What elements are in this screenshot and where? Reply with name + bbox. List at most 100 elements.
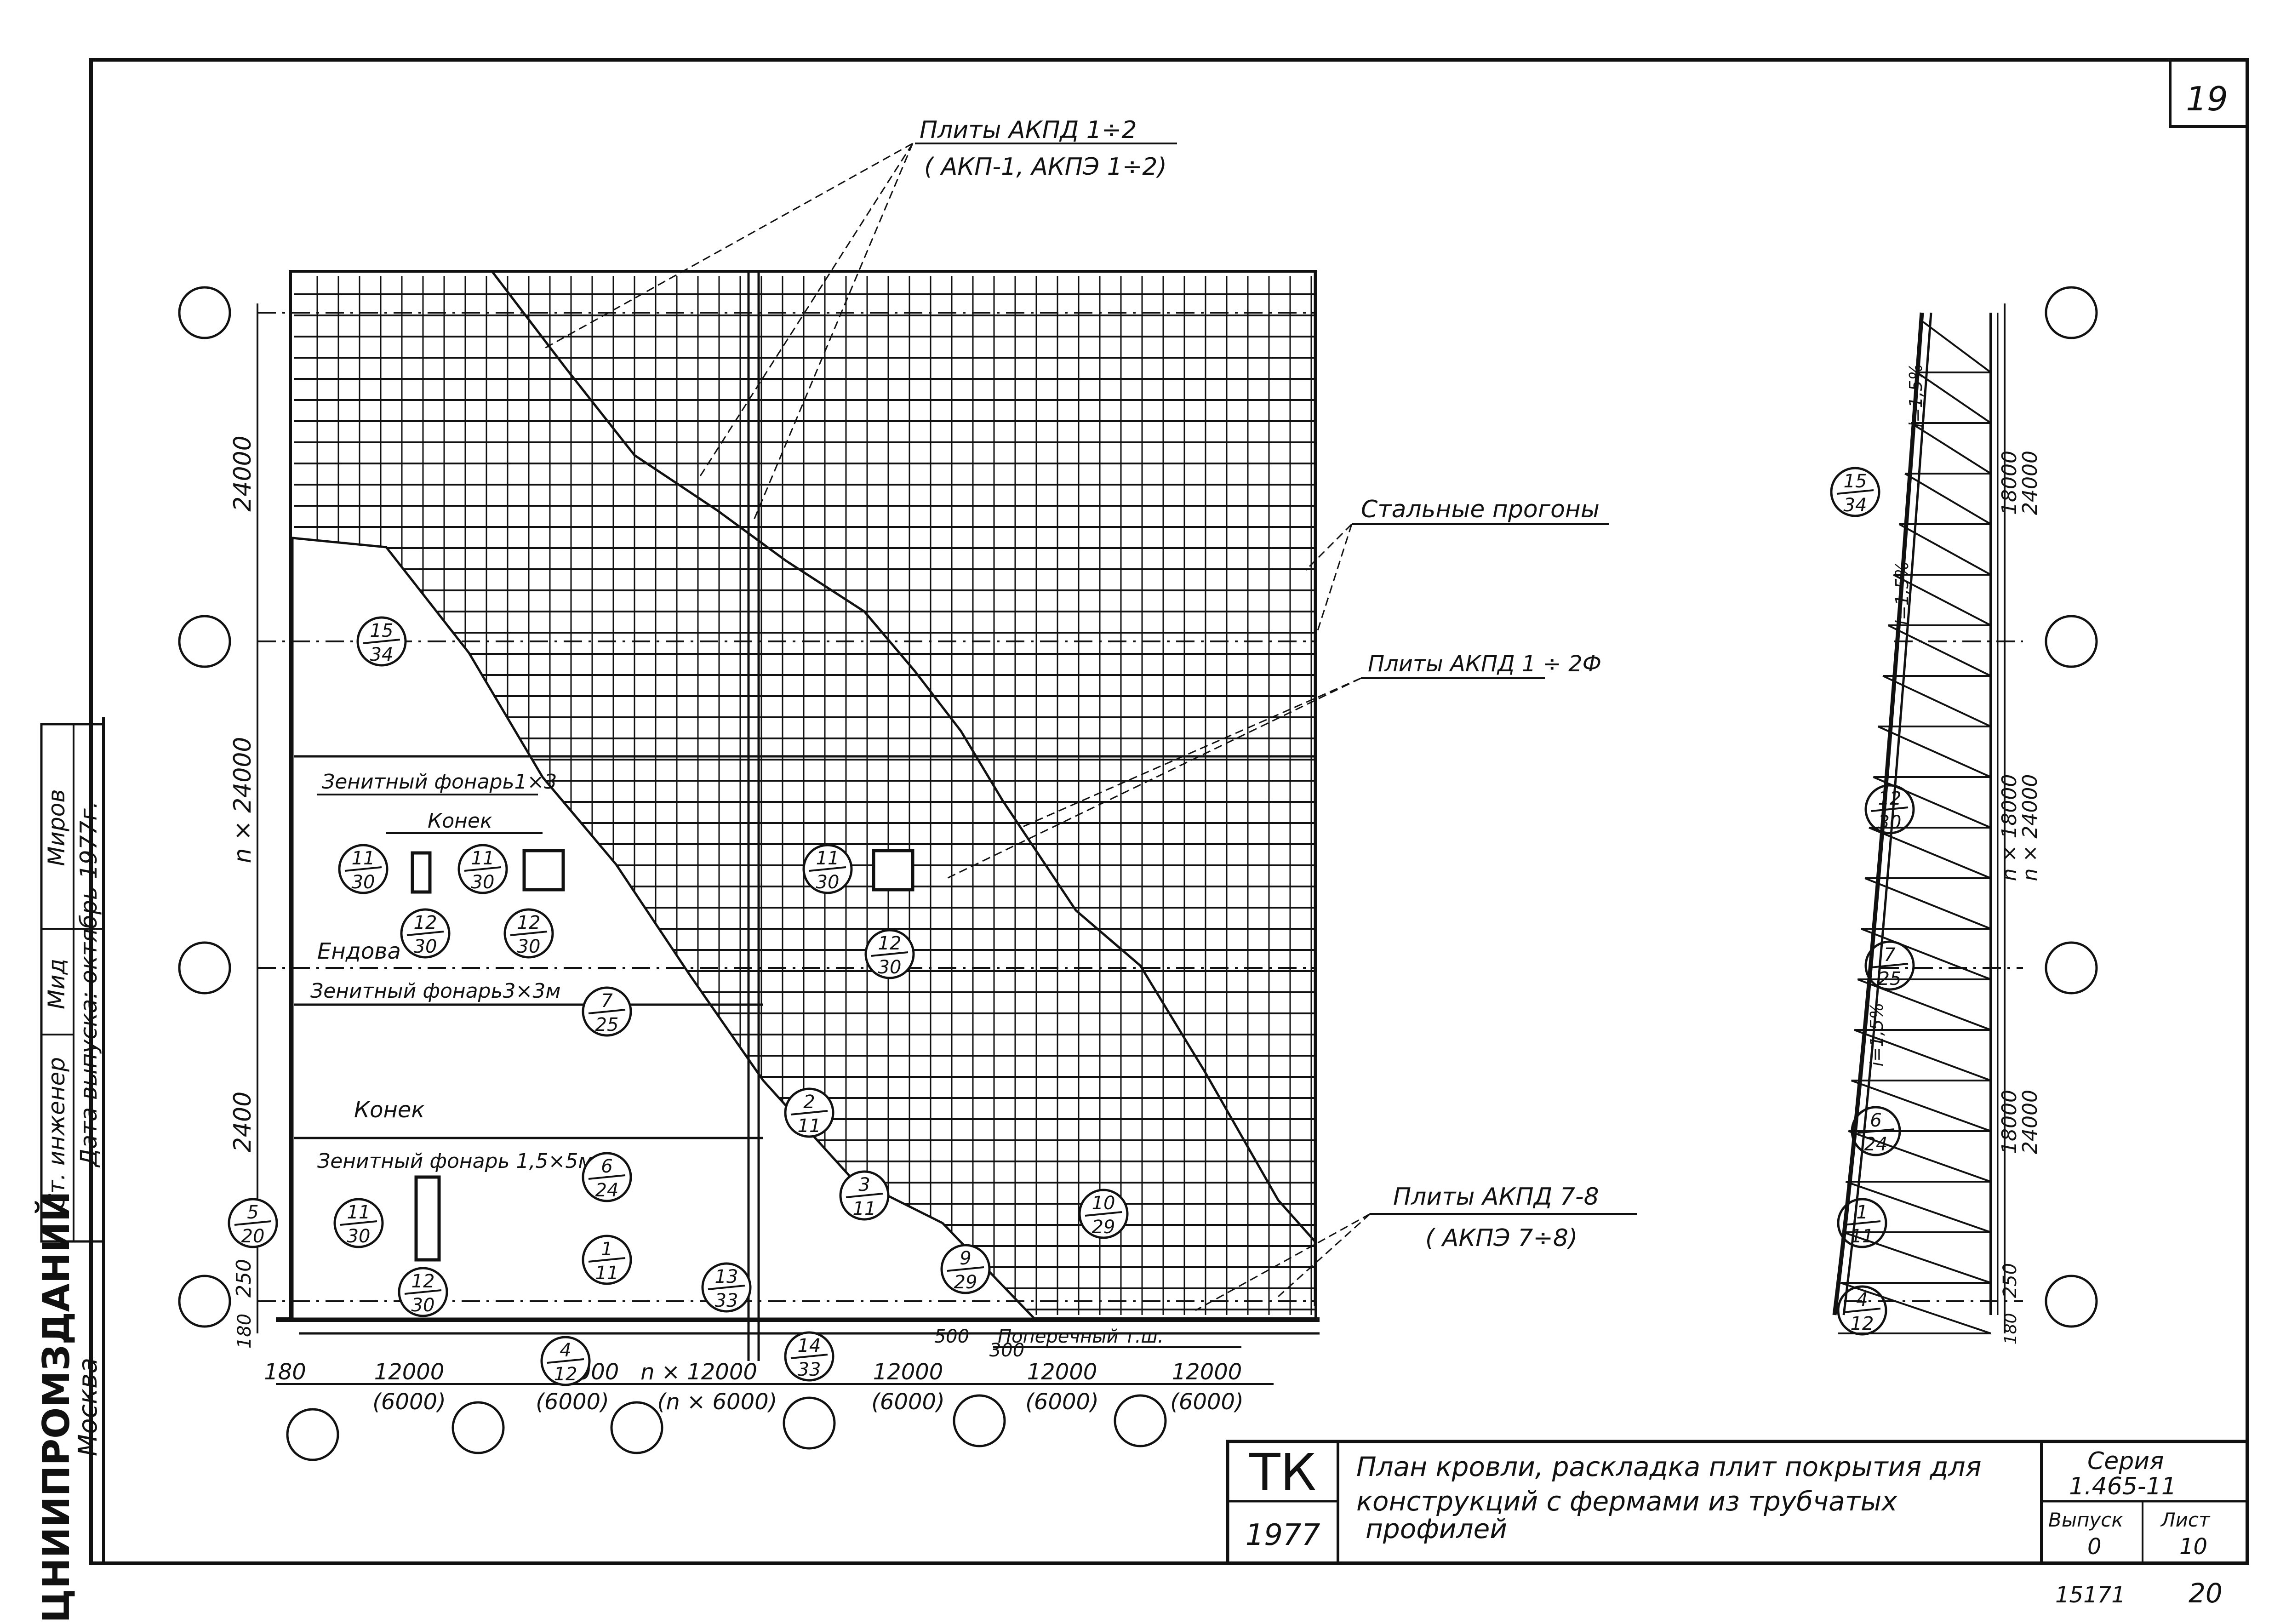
dim-bottom-3s: (n × 6000) xyxy=(657,1389,777,1415)
axis-bubbles-left xyxy=(178,286,231,1328)
callout-bottom: 20 xyxy=(241,1226,265,1247)
dim-right-5: 180 xyxy=(2001,1313,2020,1345)
callout-bottom: 11 xyxy=(798,1115,821,1137)
callout-bottom: 33 xyxy=(798,1359,821,1380)
callout-top: 7 xyxy=(1884,944,1896,966)
callout-top: 7 xyxy=(601,990,613,1012)
dim-bottom-8: 300 xyxy=(989,1340,1024,1361)
page-number: 19 xyxy=(2186,80,2228,118)
dim-left-3: 2400 xyxy=(229,1092,257,1152)
callout-top: 11 xyxy=(347,1202,371,1223)
dim-bottom-5: 12000 xyxy=(1027,1359,1097,1385)
callout-marker: 111 xyxy=(582,1235,632,1285)
sheet-frame xyxy=(89,58,2249,1565)
slope-3: i=1,5% xyxy=(1867,1003,1887,1067)
label-plates-bottom: Плиты АКПД 7-8 xyxy=(1393,1183,1599,1211)
stamp-role: Ст. инженер xyxy=(43,1057,70,1210)
leader-lines xyxy=(542,143,1371,1311)
stamp-name: Миров xyxy=(43,789,70,866)
dim-left-5: 180 xyxy=(234,1314,255,1349)
callout-bottom: 30 xyxy=(517,936,541,957)
dim-right-1: 18000 xyxy=(1998,451,2021,515)
dim-bottom-0: 180 xyxy=(264,1359,306,1385)
sheet-label: Лист xyxy=(2160,1509,2211,1531)
callout-top: 2 xyxy=(803,1092,815,1113)
title-block: ТК 1977 План кровли, раскладка плит покр… xyxy=(1226,1440,2249,1565)
callout-top: 1 xyxy=(1856,1202,1868,1223)
label-ridge-lower: Конек xyxy=(354,1097,424,1123)
dim-left-2: n × 24000 xyxy=(229,737,257,863)
stamp-city: Москва xyxy=(73,1358,103,1457)
expansion-lines xyxy=(747,271,760,1361)
label-zenith-1: Зенитный фонарь1×3 xyxy=(322,770,557,794)
dim-bottom-5s: (6000) xyxy=(1025,1389,1099,1415)
label-valley: Ендова xyxy=(317,938,401,964)
plan-view xyxy=(257,270,1320,1361)
truss-webs xyxy=(1838,321,1992,1334)
label-plates-top-sub: ( АКП-1, АКПЭ 1÷2) xyxy=(924,153,1167,181)
callout-top: 11 xyxy=(816,848,840,869)
callout-top: 13 xyxy=(715,1266,738,1287)
callout-marker: 311 xyxy=(839,1170,890,1221)
skylight-1x3 xyxy=(411,851,432,894)
title-line-1: План кровли, раскладка плит покрытия для xyxy=(1356,1451,1982,1482)
label-plates-bottom-sub: ( АКПЭ 7÷8) xyxy=(1425,1224,1577,1252)
title-code: ТК xyxy=(1249,1443,1316,1502)
callout-marker: 624 xyxy=(582,1152,632,1202)
callout-bottom: 12 xyxy=(1851,1313,1874,1334)
plate-cut-line xyxy=(489,270,1316,1306)
dim-bottom-4: 12000 xyxy=(873,1359,943,1385)
footer-num: 20 xyxy=(2189,1578,2223,1609)
series-value: 1.465-11 xyxy=(2069,1473,2177,1500)
callout-bottom: 12 xyxy=(554,1364,577,1385)
dim-bottom-3: n × 12000 xyxy=(640,1359,757,1385)
callout-bottom: 30 xyxy=(471,872,495,893)
cutaway-lower-layer xyxy=(291,537,1037,1320)
callout-top: 11 xyxy=(352,848,375,869)
dimension-left: 24000 n × 24000 2400 250 180 xyxy=(229,303,258,1349)
callout-top: 15 xyxy=(370,620,394,641)
dim-left-1: 24000 xyxy=(229,435,257,511)
footer-code: 15171 xyxy=(2055,1582,2126,1608)
truss-top-chord xyxy=(1832,312,1924,1315)
dim-right-1b: 24000 xyxy=(2018,451,2042,515)
dim-bottom-4s: (6000) xyxy=(871,1389,945,1415)
label-zenith-3: Зенитный фонарь 1,5×5м xyxy=(317,1149,594,1173)
callout-top: 10 xyxy=(1092,1193,1115,1214)
dim-bottom-6s: (6000) xyxy=(1170,1389,1244,1415)
skylight-1-5x5 xyxy=(414,1175,441,1262)
issue-value: 0 xyxy=(2087,1534,2102,1560)
callout-top: 3 xyxy=(858,1174,870,1195)
skylight-3x3-upper xyxy=(872,849,914,892)
axis-bubbles-bottom xyxy=(286,1394,1167,1461)
callout-top: 6 xyxy=(1870,1110,1881,1131)
ridge-valley-lines xyxy=(294,755,1315,1139)
dim-right-4: 250 xyxy=(2000,1263,2021,1298)
dim-bottom-2s: (6000) xyxy=(536,1389,609,1415)
stamp-org: ЦНИИПРОМЗДАНИЙ xyxy=(34,1191,78,1623)
callout-marker: 211 xyxy=(784,1087,834,1138)
callout-top: 15 xyxy=(1844,471,1867,492)
callout-marker: 412 xyxy=(1837,1285,1887,1336)
callout-bottom: 11 xyxy=(595,1263,619,1284)
title-year: 1977 xyxy=(1246,1518,1320,1552)
callout-bottom: 25 xyxy=(595,1014,619,1035)
title-line-3: профилей xyxy=(1366,1513,1507,1544)
callout-top: 12 xyxy=(878,933,902,954)
callout-bottom: 30 xyxy=(352,872,375,893)
callout-top: 4 xyxy=(560,1340,571,1361)
callout-bottom: 29 xyxy=(1092,1217,1115,1238)
dim-bottom-7: 500 xyxy=(934,1326,969,1347)
stamp-signature: Мид xyxy=(43,959,70,1009)
